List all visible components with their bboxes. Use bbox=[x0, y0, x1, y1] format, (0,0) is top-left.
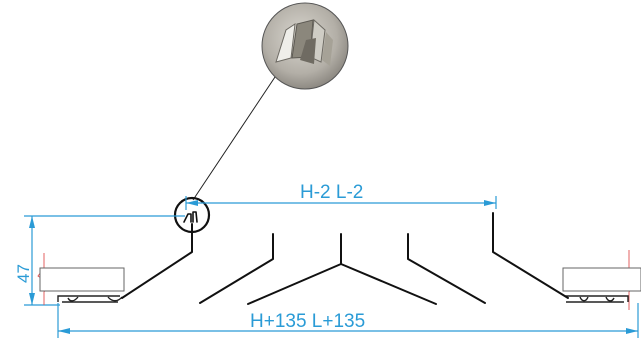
blade-profiles bbox=[121, 212, 569, 305]
clip-detail bbox=[183, 211, 198, 223]
leader-line bbox=[192, 76, 276, 201]
clip-photo-icon bbox=[275, 18, 333, 66]
top-dimension: H-2 L-2 bbox=[185, 182, 497, 210]
right-panel bbox=[562, 267, 641, 292]
right-track bbox=[565, 295, 629, 303]
top-dimension-label: H-2 L-2 bbox=[300, 182, 363, 203]
bottom-dimension-label: H+135 L+135 bbox=[250, 311, 365, 332]
height-dimension: 47 bbox=[14, 215, 185, 306]
bottom-dimension: H+135 L+135 bbox=[57, 303, 639, 338]
left-panel bbox=[39, 267, 125, 292]
detail-photo-circle bbox=[261, 2, 349, 90]
height-dimension-label: 47 bbox=[14, 264, 33, 283]
left-track bbox=[57, 295, 120, 303]
